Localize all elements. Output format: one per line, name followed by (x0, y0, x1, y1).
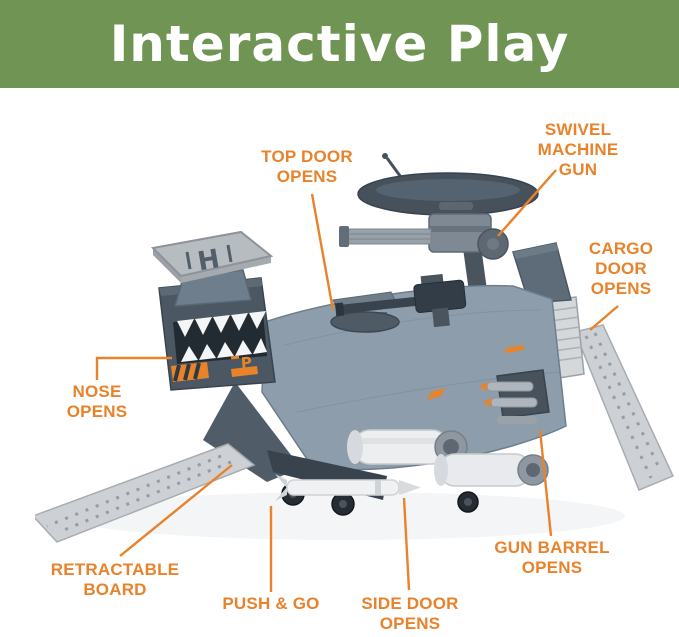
callout-label-side-door: SIDE DOOR OPENS (361, 594, 459, 634)
cargo-ramp-right (573, 324, 675, 491)
page-title: Interactive Play (109, 15, 570, 73)
orange-decals: P (230, 345, 524, 400)
callout-label-nose: NOSE OPENS (66, 382, 128, 422)
callout-label-gun-barrel: GUN BARREL OPENS (494, 538, 610, 578)
helipad: H (150, 230, 274, 307)
callout-label-cargo-door: CARGO DOOR OPENS (588, 239, 654, 299)
tail-fin (512, 242, 572, 304)
deck-gun (334, 273, 467, 328)
header-banner: Interactive Play (0, 0, 679, 88)
callout-label-top-door: TOP DOOR OPENS (261, 147, 353, 187)
white-missile (275, 474, 421, 501)
swivel-machine-gun (339, 202, 509, 292)
helipad-h-marking: H (195, 244, 222, 277)
fuselage-p-decal: P (240, 354, 252, 373)
callout-label-retractable-board: RETRACTABLE BOARD (50, 560, 180, 600)
toy-plane-illustration: H (35, 153, 675, 543)
callout-label-push-and-go: PUSH & GO (222, 594, 320, 613)
callout-label-swivel-machine-gun: SWIVEL MACHINE GUN (537, 120, 619, 180)
gun-barrel-rack (479, 369, 550, 424)
